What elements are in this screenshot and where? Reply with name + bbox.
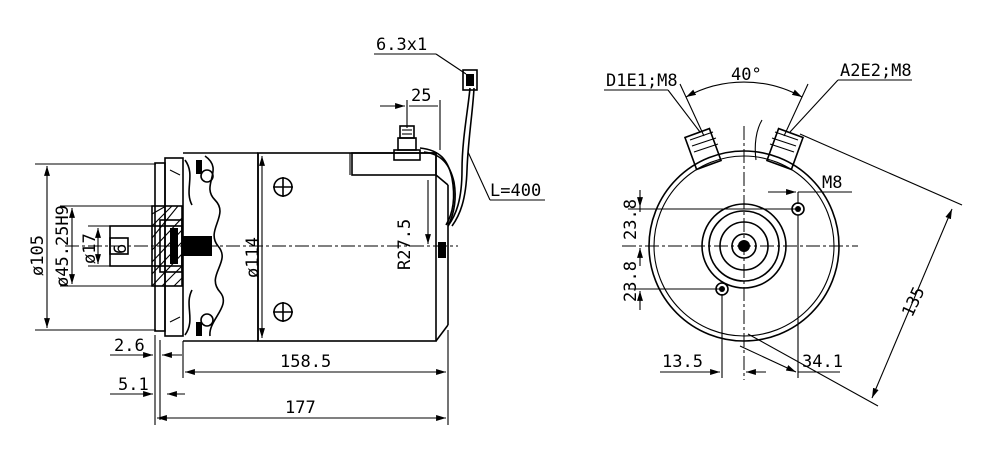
dim-dia17: ø17 — [80, 225, 110, 267]
label-dia105: ø105 — [28, 235, 48, 276]
label-dim6: 6 — [111, 244, 131, 254]
label-wire-length: L=400 — [490, 181, 541, 201]
end-terminal-right — [754, 119, 805, 171]
callout-d1e1: D1E1;M8 — [604, 71, 701, 133]
label-dia17: ø17 — [80, 233, 100, 264]
screw-top — [273, 177, 293, 197]
dim-25: 25 — [380, 86, 441, 150]
label-a2e2: A2E2;M8 — [840, 61, 912, 81]
label-34-1: 34.1 — [802, 352, 843, 372]
label-135: 135 — [898, 284, 929, 320]
end-terminal-left — [683, 127, 723, 171]
label-dim2-6: 2.6 — [114, 336, 145, 356]
end-view: D1E1;M8 A2E2;M8 40° M8 23.8 — [604, 61, 963, 407]
label-dim158-5: 158.5 — [280, 352, 331, 372]
dim-5-1: 5.1 — [110, 375, 185, 397]
label-dia114: ø114 — [243, 237, 263, 278]
dim-2-6: 2.6 — [110, 335, 182, 425]
label-dim25: 25 — [411, 86, 431, 106]
dim-dia105: ø105 — [28, 163, 156, 331]
dim-23-8-top: 23.8 — [621, 190, 798, 266]
side-view: ø105 ø45.25H9 ø17 6 ø114 — [28, 35, 545, 425]
dim-dia45: ø45.25H9 — [53, 205, 152, 287]
dim-40deg: 40° — [679, 65, 809, 137]
wire-leads — [419, 69, 478, 227]
callout-terminal: 6.3x1 — [374, 35, 467, 75]
label-d1e1: D1E1;M8 — [606, 71, 678, 91]
label-dim5-1: 5.1 — [118, 375, 149, 395]
label-dia45: ø45.25H9 — [53, 205, 73, 287]
callout-wire-length: L=400 — [467, 151, 545, 201]
label-r27: R27.5 — [395, 219, 415, 270]
end-hub — [701, 203, 787, 289]
label-terminal: 6.3x1 — [376, 35, 427, 55]
label-23-8-top: 23.8 — [621, 199, 641, 240]
terminal-stud — [393, 125, 421, 161]
dim-158-5: 158.5 — [182, 330, 449, 425]
screw-bottom — [273, 302, 293, 322]
callout-a2e2: A2E2;M8 — [789, 61, 912, 133]
dim-177: 177 — [157, 398, 446, 421]
callout-m8: M8 — [768, 173, 852, 204]
label-13-5: 13.5 — [662, 352, 703, 372]
dim-34-1: 34.1 — [739, 215, 843, 378]
label-dim177: 177 — [285, 398, 316, 418]
dim-13-5: 13.5 — [660, 294, 766, 378]
label-m8: M8 — [822, 173, 842, 193]
dim-23-8-bottom: 23.8 — [621, 261, 722, 310]
label-23-8-bottom: 23.8 — [621, 261, 641, 302]
cover-section — [183, 152, 258, 342]
dim-6: 6 — [111, 237, 131, 255]
label-40deg: 40° — [731, 65, 762, 85]
end-body-circle — [648, 150, 840, 342]
dim-dia114: ø114 — [243, 156, 265, 338]
dim-r27: R27.5 — [395, 180, 431, 270]
motor-body — [257, 152, 449, 342]
